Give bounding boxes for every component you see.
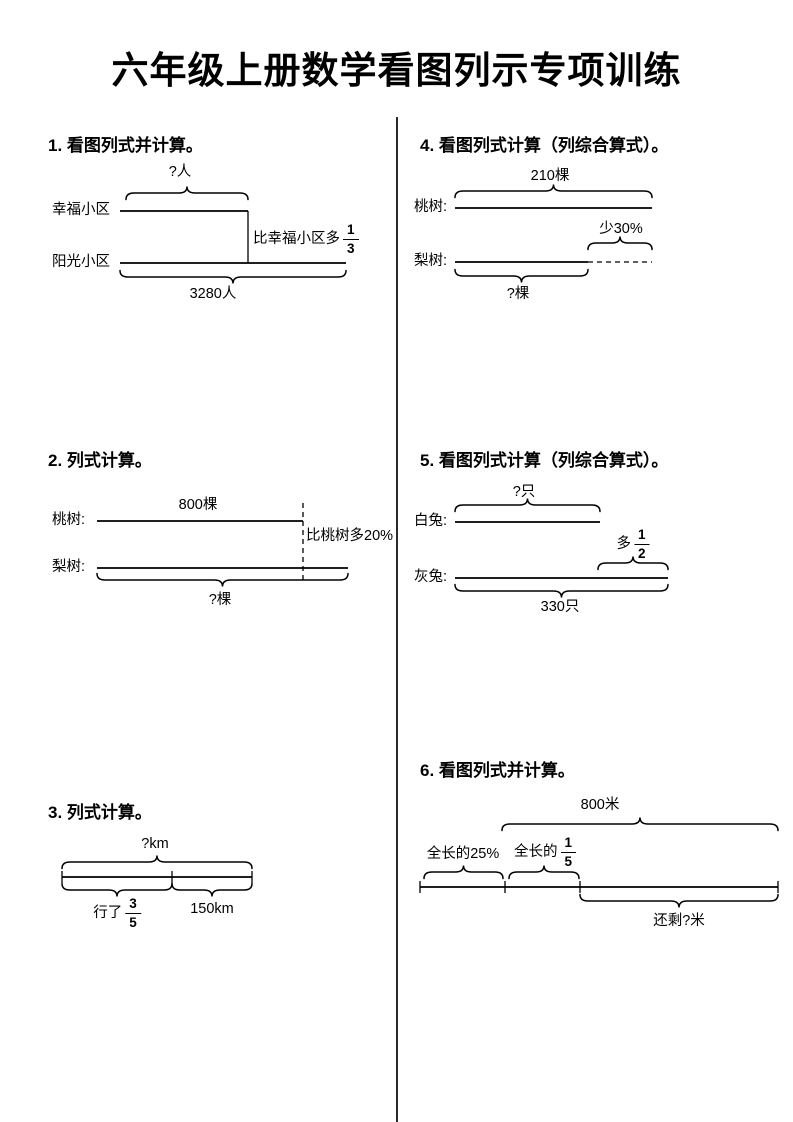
p2-bar1-label: 桃树: <box>52 512 86 528</box>
p6-top-label: 800米 <box>580 797 620 813</box>
p4-bottom-label: ?棵 <box>506 286 530 302</box>
p5-frac-numerator: 1 <box>633 528 650 545</box>
p6-seg1-label: 全长的25% <box>426 846 500 862</box>
p1-side-note-fraction: 1 3 <box>343 223 359 255</box>
p5-top-brace <box>454 498 601 513</box>
p5-top-label: ?只 <box>512 484 536 500</box>
page-title: 六年级上册数学看图列示专项训练 <box>111 50 682 91</box>
p2-bar2-label: 梨树: <box>52 559 86 575</box>
p5-bar2-label: 灰兔: <box>414 569 448 585</box>
p1-heading: 1. 看图列式并计算。 <box>48 136 203 155</box>
p3-bottom-brace-left <box>61 882 173 897</box>
p4-heading: 4. 看图列式计算（列综合算式）。 <box>420 136 669 155</box>
p4-less-brace <box>587 236 653 251</box>
p4-bar1-label: 桃树: <box>414 199 448 215</box>
p6-top-brace <box>501 817 779 832</box>
p5-bottom-label: 330只 <box>540 599 580 615</box>
p6-heading: 6. 看图列式并计算。 <box>420 761 575 780</box>
p2-heading: 2. 列式计算。 <box>48 451 152 470</box>
p5-more-brace <box>597 556 669 571</box>
p2-side-note: 比桃树多20% <box>306 528 394 544</box>
p3-seg2-label: 150km <box>190 901 234 917</box>
p1-bottom-brace <box>119 269 347 284</box>
p3-seg1-text: 行了 <box>93 904 123 921</box>
p6-bottom-brace <box>579 893 779 908</box>
p5-bottom-brace <box>454 583 669 598</box>
p5-heading: 5. 看图列式计算（列综合算式）。 <box>420 451 669 470</box>
p3-heading: 3. 列式计算。 <box>48 803 152 822</box>
p3-frac-denominator: 5 <box>129 914 137 930</box>
column-divider-line <box>396 117 398 1122</box>
p1-frac-numerator: 1 <box>343 223 359 240</box>
p4-top-brace <box>454 184 653 199</box>
p6-frac-denominator: 5 <box>564 853 573 869</box>
p1-side-note: 比幸福小区多 1 3 <box>253 223 359 255</box>
p4-top-label: 210棵 <box>530 168 570 184</box>
p3-top-label: ?km <box>141 836 169 852</box>
p5-more-label: 多 1 2 <box>616 528 650 561</box>
p5-bar1-label: 白兔: <box>414 513 448 529</box>
p5-more-text: 多 <box>616 535 631 552</box>
p6-seg2-label: 全长的 1 5 <box>513 836 577 869</box>
p3-seg1-fraction: 3 5 <box>125 897 141 929</box>
p1-top-label: ?人 <box>168 164 192 180</box>
p3-top-brace <box>61 855 253 870</box>
p4-bottom-brace <box>454 268 589 283</box>
p3-seg1-label: 行了 3 5 <box>93 897 141 929</box>
p2-bar1-value: 800棵 <box>178 497 218 513</box>
p6-seg2-text: 全长的 <box>513 843 558 860</box>
p6-remain-label: 还剩?米 <box>653 913 705 929</box>
p6-frac-numerator: 1 <box>560 836 577 853</box>
p2-bottom-label: ?棵 <box>208 592 232 608</box>
p4-less-label: 少30% <box>599 221 643 237</box>
p6-seg1-brace <box>423 865 504 880</box>
p3-bottom-brace-right <box>171 882 253 897</box>
p3-frac-numerator: 3 <box>125 897 141 914</box>
p1-side-note-text: 比幸福小区多 <box>253 230 340 247</box>
p1-top-brace <box>125 186 249 201</box>
p2-bottom-brace <box>96 572 349 587</box>
p1-bar2-label: 阳光小区 <box>52 254 110 270</box>
p6-seg2-fraction: 1 5 <box>560 836 577 869</box>
p1-frac-denominator: 3 <box>347 240 355 256</box>
p4-bar2-label: 梨树: <box>414 253 448 269</box>
p1-bottom-label: 3280人 <box>189 286 237 302</box>
p1-bar1-label: 幸福小区 <box>52 202 110 218</box>
p5-frac-denominator: 2 <box>637 545 646 561</box>
p5-more-fraction: 1 2 <box>633 528 650 561</box>
p6-seg2-brace <box>508 865 580 880</box>
